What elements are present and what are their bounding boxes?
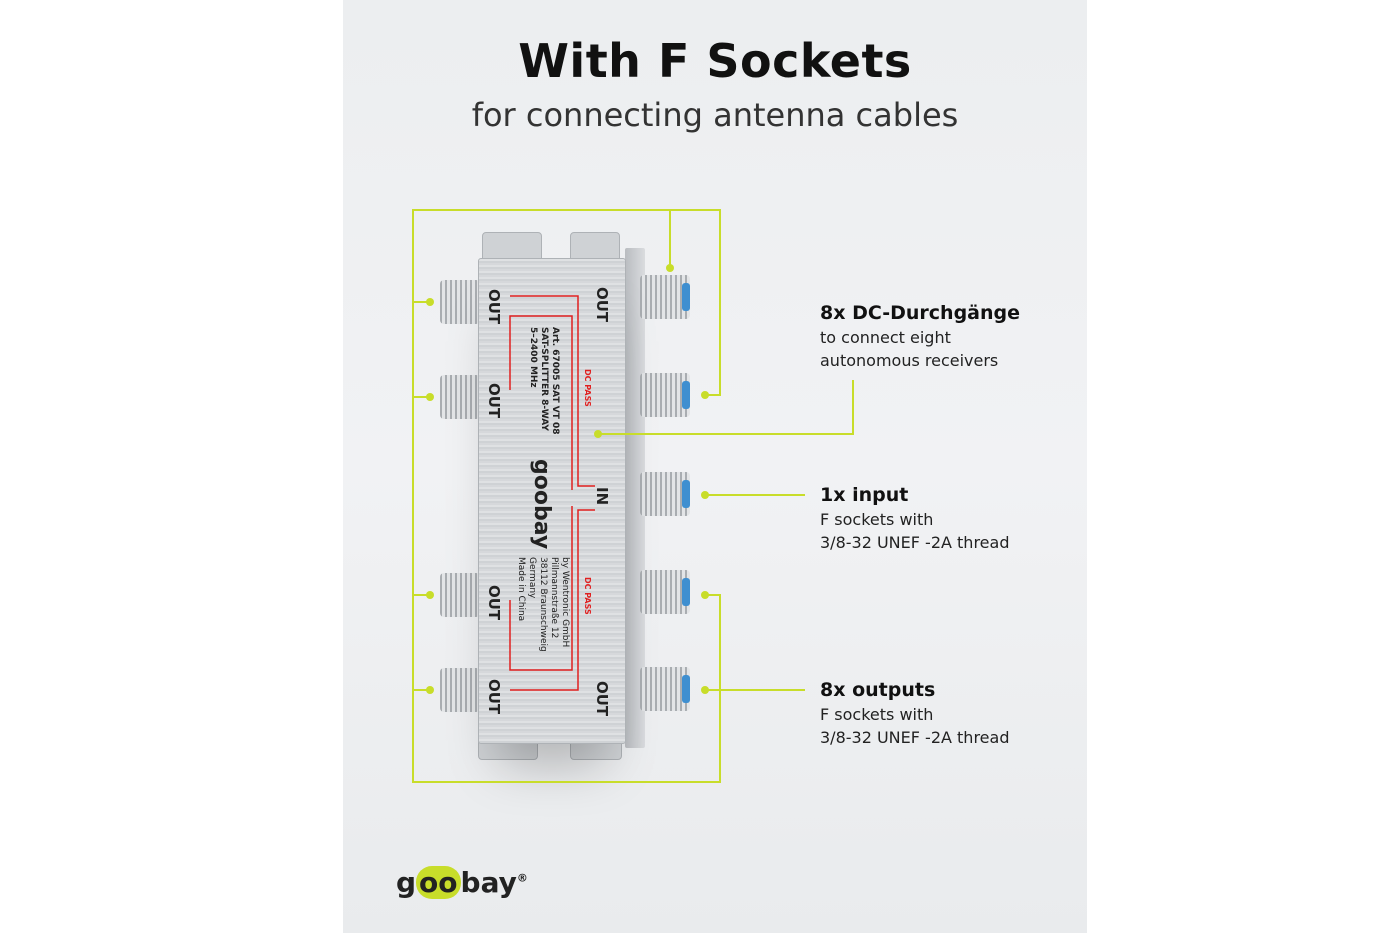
- page-subtitle: for connecting antenna cables: [471, 96, 959, 134]
- feature-title: 8x outputs: [820, 679, 936, 701]
- model-name: SAT-SPLITTER 8-WAY: [539, 327, 549, 431]
- f-socket: [440, 573, 480, 617]
- out-label: OUT: [485, 383, 503, 419]
- logo-text: oo: [416, 866, 461, 899]
- address-line: Germany: [527, 557, 537, 599]
- frequency: 5–2400 MHz: [528, 327, 538, 388]
- product-panel: [343, 0, 1087, 933]
- feature-input: 1x input F sockets with 3/8-32 UNEF -2A …: [820, 482, 1009, 554]
- f-socket: [440, 280, 480, 324]
- feature-text: F sockets with: [820, 705, 934, 724]
- feature-text: autonomous receivers: [820, 351, 999, 370]
- model-info: Art. 67005 SAT VT 08 SAT-SPLITTER 8-WAY …: [527, 327, 560, 435]
- out-label: OUT: [485, 289, 503, 325]
- out-label: OUT: [485, 679, 503, 715]
- dc-pass-label: DC PASS: [583, 577, 592, 615]
- out-label: OUT: [485, 585, 503, 621]
- address-line: 38112 Braunschweig: [538, 557, 548, 652]
- logo-text: g: [396, 866, 417, 899]
- feature-title: 8x DC-Durchgänge: [820, 302, 1021, 324]
- feature-text: 3/8-32 UNEF -2A thread: [820, 533, 1010, 552]
- in-label: IN: [593, 487, 611, 506]
- f-socket: [640, 373, 690, 417]
- dc-pass-paths: [509, 295, 595, 691]
- address: by Wentronic GmbH Pillmannstraße 12 3811…: [515, 557, 570, 652]
- device-brand: goobay: [529, 459, 554, 550]
- feature-outputs: 8x outputs F sockets with 3/8-32 UNEF -2…: [820, 677, 1009, 749]
- feature-text: 3/8-32 UNEF -2A thread: [820, 728, 1010, 747]
- address-line: Pillmannstraße 12: [549, 557, 559, 639]
- f-socket: [440, 375, 480, 419]
- sat-splitter: OUT OUT OUT OUT OUT OUT IN DC PASS DC PA…: [478, 258, 626, 744]
- feature-dc-pass: 8x DC-Durchgänge to connect eight autono…: [820, 300, 1020, 372]
- address-line: Made in China: [516, 557, 526, 622]
- address-line: by Wentronic GmbH: [560, 557, 570, 648]
- f-socket: [640, 275, 690, 319]
- dc-pass-label: DC PASS: [583, 369, 592, 407]
- page-title: With F Sockets: [518, 34, 912, 88]
- f-socket-input: [640, 472, 690, 516]
- feature-text: to connect eight: [820, 328, 951, 347]
- out-label: OUT: [593, 681, 611, 717]
- art-number: Art. 67005 SAT VT 08: [550, 327, 560, 435]
- feature-text: F sockets with: [820, 510, 934, 529]
- f-socket: [640, 570, 690, 614]
- logo-text: ®: [516, 871, 528, 885]
- logo-text: bay: [460, 866, 517, 899]
- feature-title: 1x input: [820, 484, 909, 506]
- f-socket: [440, 668, 480, 712]
- out-label: OUT: [593, 287, 611, 323]
- device-side: [625, 248, 645, 748]
- f-socket: [640, 667, 690, 711]
